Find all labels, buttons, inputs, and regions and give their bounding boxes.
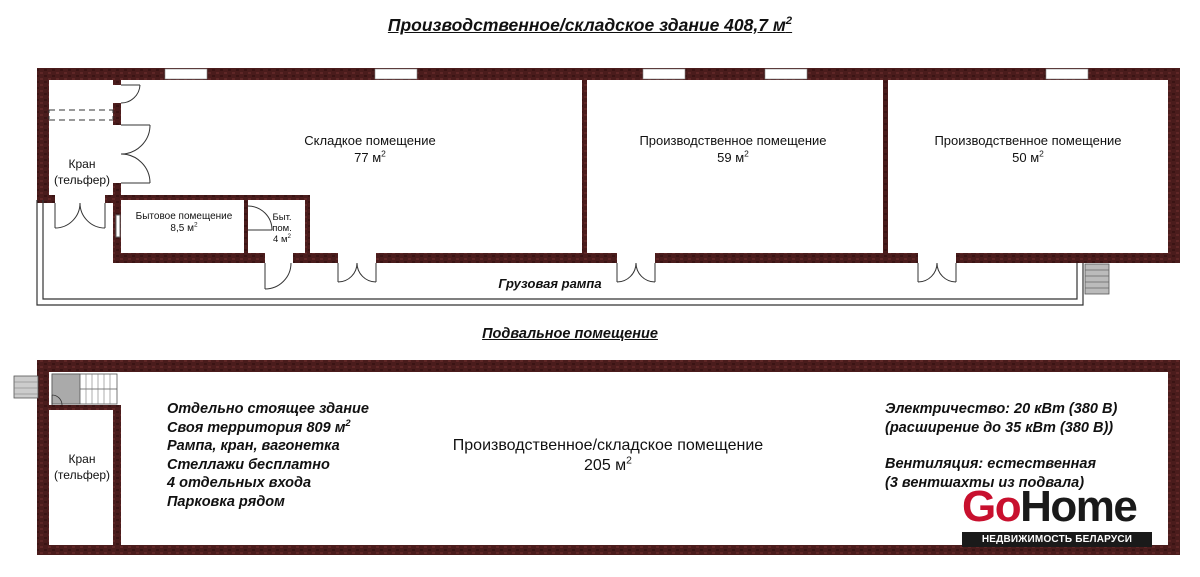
feature-item: Парковка рядом xyxy=(167,493,285,510)
basement-crane-wall-bottom xyxy=(37,545,121,555)
features-left: Отдельно стоящее здание Своя территория … xyxy=(167,400,407,511)
room-name: Производственное помещение xyxy=(639,133,827,148)
window xyxy=(764,68,808,80)
basement-walls xyxy=(37,360,1180,555)
small-rooms-top-wall xyxy=(113,195,310,200)
room-name: Кран (тельфер) xyxy=(53,157,111,187)
basement-wall-left xyxy=(37,360,49,555)
window xyxy=(1045,68,1089,80)
ramp-label: Грузовая рампа xyxy=(470,276,630,291)
room-area: 77 м2 xyxy=(354,148,386,165)
small-rooms-right-wall xyxy=(305,195,310,255)
outer-wall-top xyxy=(37,68,1180,80)
room-name: Складкое помещение xyxy=(304,133,436,148)
window xyxy=(642,68,686,80)
window xyxy=(164,68,208,80)
basement-wall-right xyxy=(1168,360,1180,555)
room-label-crane: Кран (тельфер) xyxy=(44,140,120,188)
ramp-stairs xyxy=(1084,263,1110,295)
feature-item: Своя территория 809 м2 xyxy=(167,416,351,436)
room-label-utility: Бытовое помещение 8,5 м2 xyxy=(122,211,246,235)
window xyxy=(374,68,418,80)
page-title-text: Производственное/складское здание 408,7 … xyxy=(387,15,786,35)
feature-item: 4 отдельных входа xyxy=(167,475,312,491)
feature-item: (расширение до 35 кВт (380 В)) xyxy=(885,419,1114,436)
logo-tagline: НЕДВИЖИМОСТЬ БЕЛАРУСИ xyxy=(962,532,1152,547)
basement-stairs xyxy=(13,373,118,406)
feature-item: (3 вентшахты из подвала) xyxy=(885,474,1085,491)
logo-home: Home xyxy=(1020,482,1138,531)
room-area: 8,5 м2 xyxy=(170,221,198,234)
basement-crane-wall-top xyxy=(49,405,121,410)
room-name: Быт. пом. xyxy=(272,212,292,234)
room-area: 59 м2 xyxy=(717,148,749,165)
feature-item: Рампа, кран, вагонетка xyxy=(167,438,340,454)
basement-wall-bottom xyxy=(113,545,1180,555)
feature-item: Отдельно стоящее здание xyxy=(167,401,369,417)
feature-item: Электричество: 20 кВт (380 В) xyxy=(885,401,1118,417)
doors xyxy=(48,84,957,290)
room-label-utility-small: Быт. пом. 4 м2 xyxy=(260,212,304,245)
room-name: Производственное помещение xyxy=(934,133,1122,148)
ramp-label-text: Грузовая рампа xyxy=(498,276,602,291)
room-name: Производственное/складское помещение xyxy=(452,437,764,454)
basement-main-room: Производственное/складское помещение 205… xyxy=(400,436,816,476)
basement-wall-top xyxy=(37,360,1180,372)
logo-wordmark: GoHome xyxy=(962,484,1158,530)
gohome-logo: GoHome НЕДВИЖИМОСТЬ БЕЛАРУСИ xyxy=(962,484,1158,547)
page-title: Производственное/складское здание 408,7 … xyxy=(0,15,1180,36)
room-area: 4 м2 xyxy=(273,232,291,245)
partition-1 xyxy=(582,80,587,255)
room-label-production-2: Производственное помещение 50 м2 xyxy=(890,132,1166,166)
room-area: 50 м2 xyxy=(1012,148,1044,165)
feature-item: Стеллажи бесплатно xyxy=(167,456,330,473)
room-area: 205 м2 xyxy=(584,455,632,474)
room-name: Кран (тельфер) xyxy=(53,452,111,482)
room-label-production-1: Производственное помещение 59 м2 xyxy=(590,132,876,166)
windows xyxy=(164,68,1089,80)
room-label-warehouse: Складкое помещение 77 м2 xyxy=(240,132,500,166)
logo-go: Go xyxy=(962,482,1022,531)
basement-crane-label: Кран (тельфер) xyxy=(44,435,120,483)
outer-wall-right xyxy=(1168,68,1180,263)
basement-title-text: Подвальное помещение xyxy=(482,326,658,342)
features-right: Электричество: 20 кВт (380 В) (расширени… xyxy=(885,400,1165,492)
partition-2 xyxy=(883,80,888,255)
feature-spacer xyxy=(885,437,1165,455)
basement-crane-wall-right xyxy=(113,405,121,555)
page-title-sup: 2 xyxy=(785,15,793,28)
basement-title: Подвальное помещение xyxy=(440,326,700,342)
feature-item: Вентиляция: естественная xyxy=(885,456,1097,472)
room-name: Бытовое помещение xyxy=(135,211,233,222)
outer-wall-left xyxy=(37,68,49,200)
cargo-ramp xyxy=(36,200,1084,306)
small-rooms-divider xyxy=(244,200,248,255)
